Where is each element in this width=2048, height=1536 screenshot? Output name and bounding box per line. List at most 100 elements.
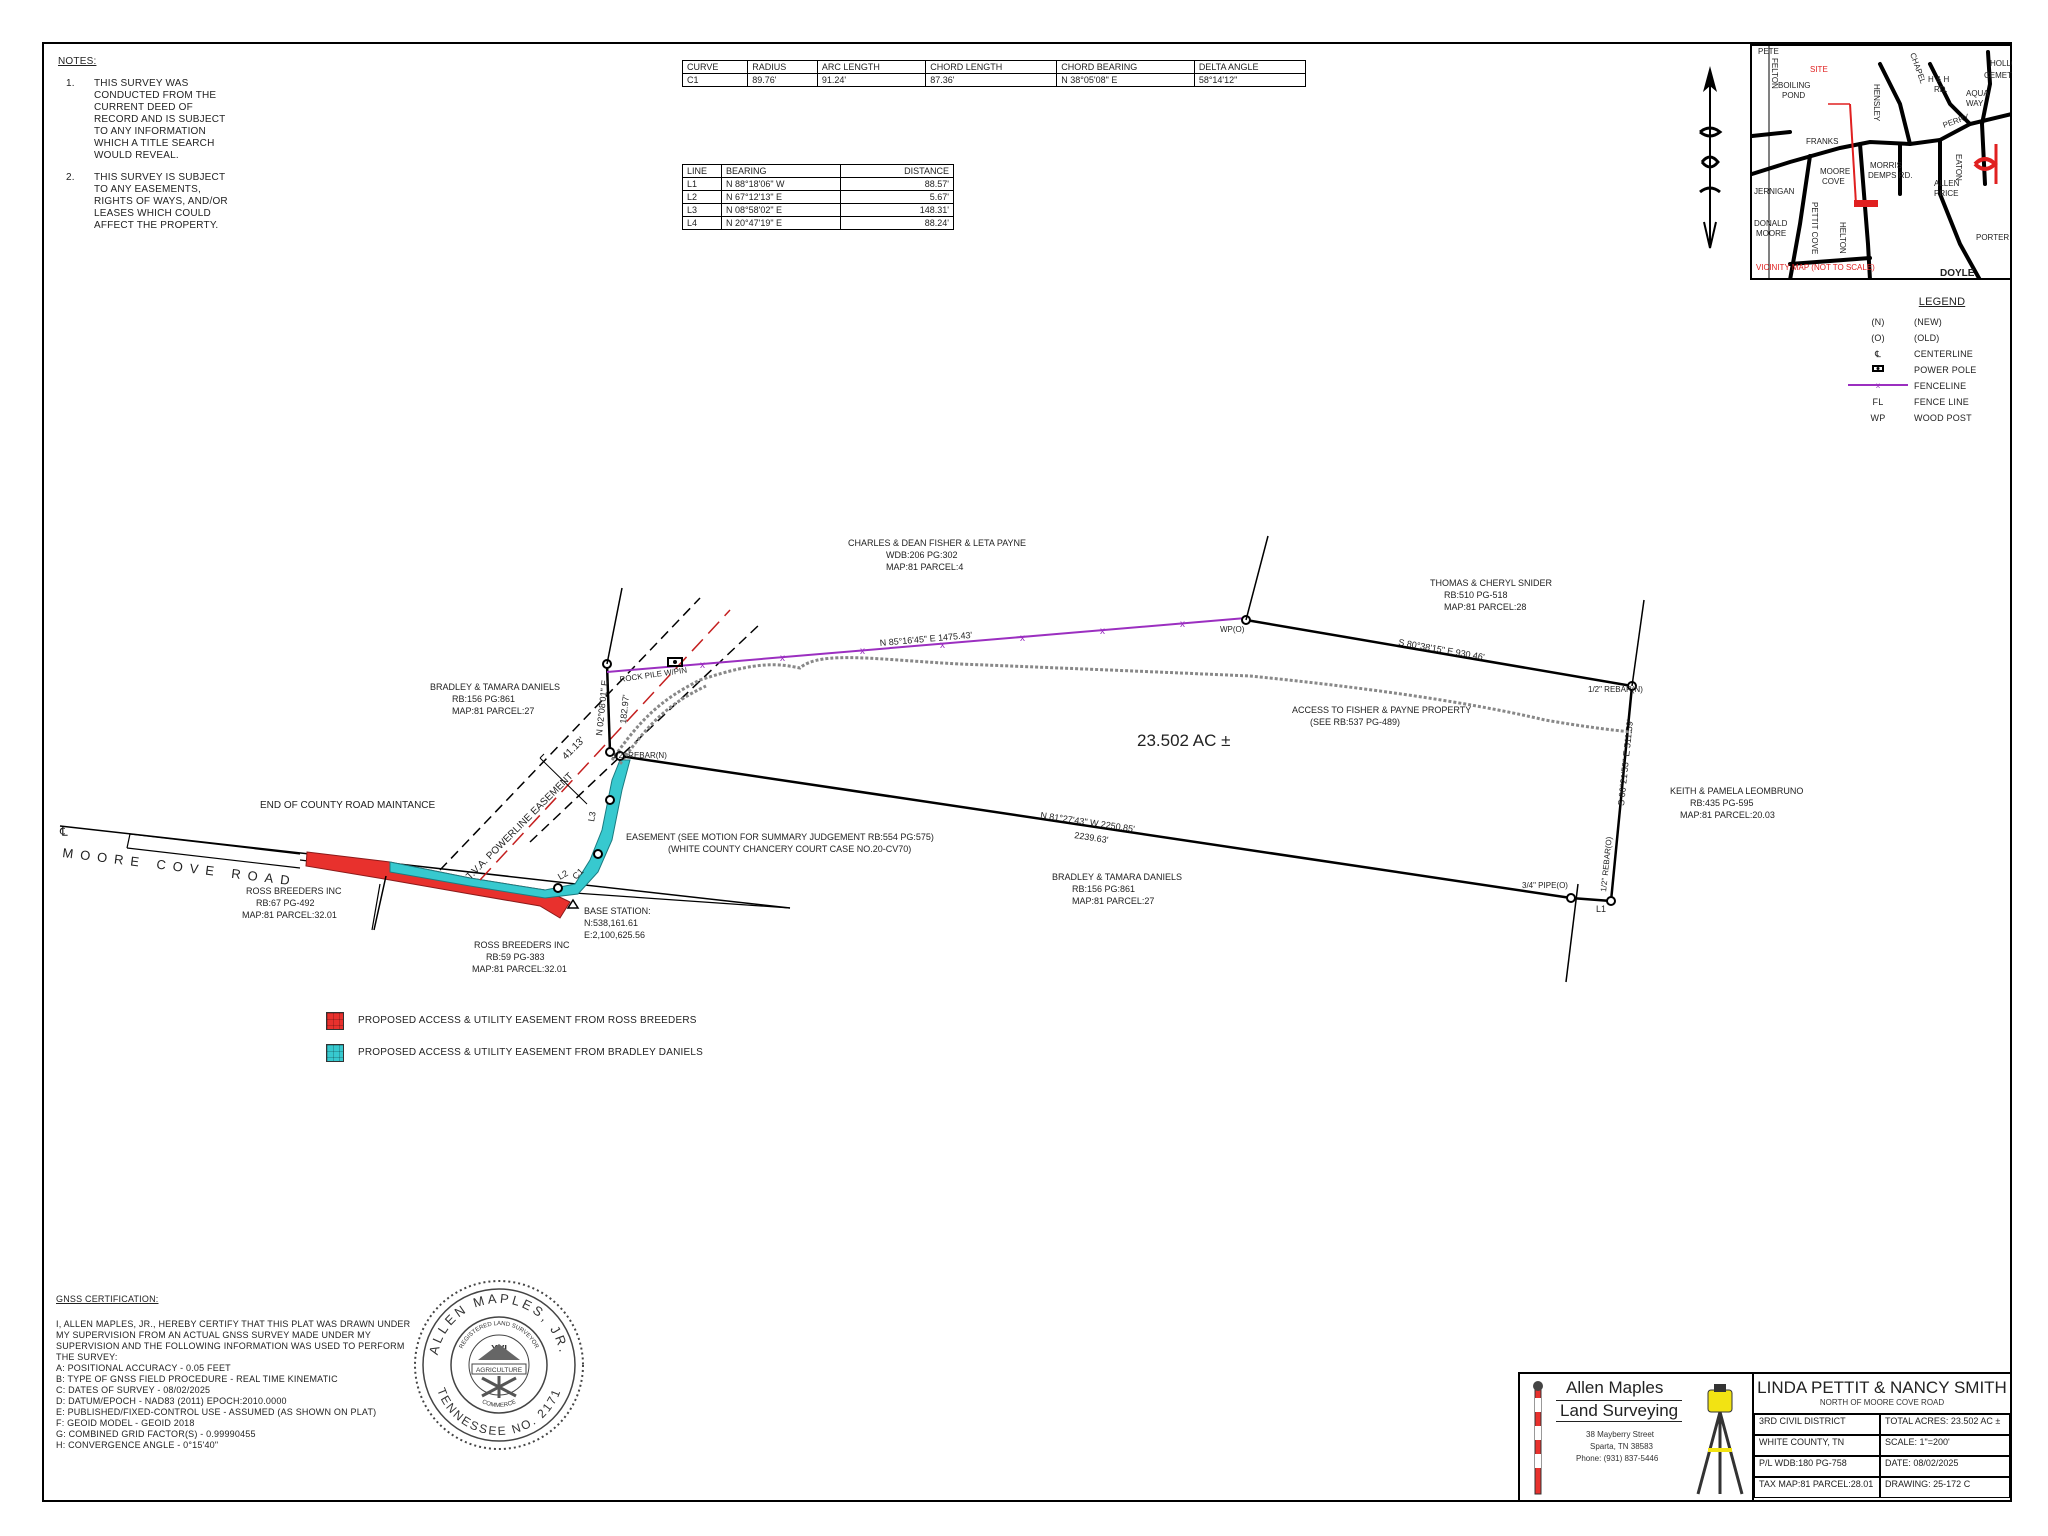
note-item: 1. THIS SURVEY WAS CONDUCTED FROM THE CU… <box>66 78 236 162</box>
info-cell: SCALE: 1"=200' <box>1880 1435 2010 1456</box>
curve-cell: 91.24' <box>816 73 927 87</box>
easement-legend-label: PROPOSED ACCESS & UTILITY EASEMENT FROM … <box>358 1015 697 1026</box>
neighbor-daniels-s-map: MAP:81 PARCEL:27 <box>1072 896 1154 906</box>
note-text: THIS SURVEY IS SUBJECT TO ANY EASEMENTS,… <box>94 172 228 231</box>
cert-line: MY SUPERVISION FROM AN ACTUAL GNSS SURVE… <box>56 1330 372 1340</box>
legend-label: (OLD) <box>1914 333 1940 343</box>
map-label: JERNIGAN <box>1754 187 1795 196</box>
easement-legend-item: PROPOSED ACCESS & UTILITY EASEMENT FROM … <box>326 1042 703 1064</box>
map-label: ALLEN <box>1934 179 1960 188</box>
svg-text:x: x <box>780 653 785 664</box>
seal-inner-bottom: COMMERCE <box>481 1399 517 1409</box>
base-station-title: BASE STATION: <box>584 906 651 916</box>
vicinity-map: PETE FELTON BOILING POND SITE HENSLEY CH… <box>1750 44 2012 280</box>
neighbor-leombruno-deed: RB:435 PG-595 <box>1690 798 1754 808</box>
svg-text:x: x <box>1100 626 1105 637</box>
access-label: ACCESS TO FISHER & PAYNE PROPERTY <box>1292 705 1471 715</box>
line-label-l3: L3 <box>586 811 598 823</box>
neighbor-fisher-deed: WDB:206 PG:302 <box>886 550 958 560</box>
power-pole-icon <box>667 657 683 667</box>
access-road <box>610 656 1633 765</box>
line-cell: 88.24' <box>840 216 954 230</box>
map-label: CEMETERY <box>1984 71 2012 80</box>
boundary-corners <box>553 615 1637 906</box>
line-label-l2: L2 <box>556 868 570 882</box>
tripod-icon <box>1696 1384 1744 1495</box>
property-boundary <box>605 618 1634 903</box>
line-cell: L4 <box>682 216 722 230</box>
cert-line: B: TYPE OF GNSS FIELD PROCEDURE - REAL T… <box>56 1374 338 1384</box>
map-label: DEMPS RD. <box>1868 171 1912 180</box>
map-label: PETE <box>1758 47 1779 56</box>
legend-item: (O) (OLD) <box>1842 330 2042 346</box>
gnss-certification: GNSS CERTIFICATION: I, ALLEN MAPLES, JR.… <box>56 1294 410 1451</box>
neighbor-ross-w-deed: RB:67 PG-492 <box>256 898 315 908</box>
company-panel: Allen Maples Land Surveying 38 Mayberry … <box>1520 1374 1754 1500</box>
neighbor-ross-s: ROSS BREEDERS INC <box>474 940 570 950</box>
legend-item: FL FENCE LINE <box>1842 394 2042 410</box>
line-label-l1: L1 <box>1596 904 1606 914</box>
neighbor-snider-deed: RB:510 PG-518 <box>1444 590 1508 600</box>
neighbor-ross-w: ROSS BREEDERS INC <box>246 886 342 896</box>
easement-legend: PROPOSED ACCESS & UTILITY EASEMENT FROM … <box>326 1010 703 1064</box>
curve-cell: 87.36' <box>925 73 1058 87</box>
map-label: PRICE <box>1934 189 1958 198</box>
legend-item: (N) (NEW) <box>1842 314 2042 330</box>
drawing-frame <box>42 42 2012 1502</box>
distance-south: 2239.63' <box>1074 830 1110 845</box>
curve-cell: C1 <box>681 73 749 87</box>
legend-item: WP WOOD POST <box>1842 410 2042 426</box>
base-station-north: N:538,161.61 <box>584 918 638 928</box>
svg-text:x: x <box>940 640 945 651</box>
svg-text:x: x <box>700 660 705 671</box>
legend-symbol: FL <box>1872 397 1884 407</box>
legend: LEGEND (N) (NEW) (O) (OLD) ℄ CENTERLINE … <box>1842 296 2042 426</box>
base-station-east: E:2,100,625.56 <box>584 930 645 940</box>
road-centerline-symbol: ℄ <box>59 825 68 839</box>
cert-line: F: GEOID MODEL - GEOID 2018 <box>56 1418 195 1428</box>
map-label: HOLLOW <box>1990 59 2012 68</box>
access-ref: (SEE RB:537 PG-489) <box>1310 717 1400 727</box>
company-name: Allen Maples <box>1566 1378 1664 1397</box>
map-label: WAY <box>1966 99 1984 108</box>
surveyor-seal: ALLEN MAPLES, JR. TENNESSEE NO. 2171 REG… <box>414 1280 584 1450</box>
cert-line: THE SURVEY: <box>56 1352 118 1362</box>
fenceline <box>606 617 1247 673</box>
fenceline-icon: x <box>1842 380 1914 393</box>
legend-label: (NEW) <box>1914 317 1942 327</box>
legend-label: FENCE LINE <box>1914 397 1970 407</box>
neighbor-fisher-map: MAP:81 PARCEL:4 <box>886 562 963 572</box>
legend-symbol: (O) <box>1871 333 1885 343</box>
vicinity-map-title: VICINITY MAP (NOT TO SCALE) <box>1756 263 1875 272</box>
survey-rod-icon <box>1533 1381 1543 1495</box>
company-address-1: 38 Mayberry Street <box>1586 1430 1655 1439</box>
curve-cell: 58°14'12" <box>1193 73 1307 87</box>
cert-title: GNSS CERTIFICATION: <box>56 1294 159 1304</box>
neighbor-snider-map: MAP:81 PARCEL:28 <box>1444 602 1526 612</box>
curve-cell: N 38°05'08" E <box>1056 73 1195 87</box>
info-cell: P/L WDB:180 PG-758 <box>1754 1456 1880 1477</box>
map-label: DOYLE <box>1940 268 1975 279</box>
neighbor-fisher: CHARLES & DEAN FISHER & LETA PAYNE <box>848 538 1026 548</box>
easement-ross-breeders <box>305 851 571 919</box>
acreage-label: 23.502 AC ± <box>1137 731 1230 750</box>
map-label: PORTER <box>1976 233 2009 242</box>
pipe-label: 3/4" PIPE(O) <box>1522 881 1568 890</box>
line-table-row: L4 N 20°47'19" E 88.24' <box>682 216 954 230</box>
map-label: H & H <box>1928 75 1950 84</box>
power-pole-icon <box>1842 363 1914 378</box>
legend-item: ℄ CENTERLINE <box>1842 346 2042 362</box>
map-label: POND <box>1782 91 1805 100</box>
rebar-ne: 1/2" REBAR(N) <box>1588 685 1643 694</box>
map-label-site: SITE <box>1810 65 1828 74</box>
cert-line: C: DATES OF SURVEY - 08/02/2025 <box>56 1385 211 1395</box>
map-label: RD. <box>1934 85 1948 94</box>
easement-legend-label: PROPOSED ACCESS & UTILITY EASEMENT FROM … <box>358 1047 703 1058</box>
cert-line: E: PUBLISHED/FIXED-CONTROL USE - ASSUMED… <box>56 1407 377 1417</box>
map-label: HENSLEY <box>1872 84 1881 122</box>
svg-text:COMMERCE: COMMERCE <box>481 1399 517 1409</box>
legend-label: FENCELINE <box>1914 381 1967 391</box>
tva-label: T.V.A. POWERLINE EASEMENT <box>464 771 575 882</box>
info-cell: DATE: 08/02/2025 <box>1880 1456 2010 1477</box>
neighbor-daniels-nw-map: MAP:81 PARCEL:27 <box>452 706 534 716</box>
